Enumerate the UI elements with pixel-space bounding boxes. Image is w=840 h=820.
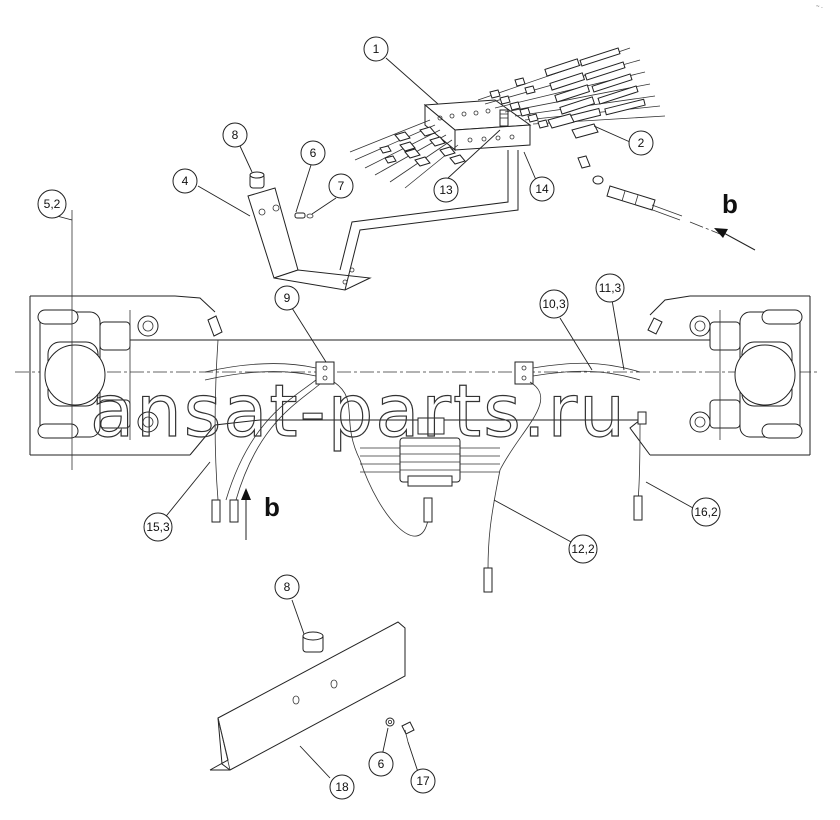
callout-label: 14 <box>535 182 549 196</box>
view-b-lower: b <box>264 492 280 522</box>
callout-6-top: 6 <box>300 140 326 166</box>
callout-15-3: 15,3 <box>143 512 173 542</box>
callout-2: 2 <box>628 130 654 156</box>
callout-label: 1 <box>373 42 380 56</box>
callout-11-3: 11,3 <box>595 273 625 303</box>
callout-7: 7 <box>328 173 354 199</box>
callout-16-2: 16,2 <box>691 497 721 527</box>
callout-label: 12,2 <box>571 542 595 556</box>
callout-label: 6 <box>310 146 317 160</box>
callout-5-2: 5,2 <box>37 189 67 219</box>
callout-label: 18 <box>335 780 349 794</box>
callout-6-bottom: 6 <box>368 751 394 777</box>
callout-label: 7 <box>338 179 345 193</box>
callout-label: 5,2 <box>44 197 61 211</box>
callout-label: 8 <box>232 128 239 142</box>
callout-label: 11,3 <box>599 281 622 295</box>
callout-9: 9 <box>274 285 300 311</box>
view-b-upper: b <box>722 189 738 219</box>
callout-label: 8 <box>284 580 291 594</box>
guard-plate-assembly <box>209 621 415 771</box>
callout-label: 13 <box>439 183 453 197</box>
callout-label: 10,3 <box>542 297 566 311</box>
callout-label: 2 <box>638 136 645 150</box>
callout-label: 6 <box>378 757 385 771</box>
callout-18: 18 <box>329 774 355 800</box>
axle-beam-assembly: ansat-parts.ru <box>15 210 820 593</box>
corner-mark: ~ . <box>816 4 823 10</box>
callout-12-2: 12,2 <box>568 534 598 564</box>
callout-8-bottom: 8 <box>274 574 300 600</box>
callout-13: 13 <box>433 177 459 203</box>
callout-label: 9 <box>284 291 291 305</box>
callout-label: 16,2 <box>694 505 718 519</box>
leader-lines <box>56 57 694 779</box>
callout-8-top: 8 <box>222 122 248 148</box>
callout-1: 1 <box>363 36 389 62</box>
callout-10-3: 10,3 <box>539 289 569 319</box>
callout-17: 17 <box>410 768 436 794</box>
callout-label: 4 <box>182 174 189 188</box>
callout-label: 15,3 <box>146 520 170 534</box>
watermark-text: ansat-parts.ru <box>90 369 627 453</box>
callout-4: 4 <box>172 168 198 194</box>
callout-14: 14 <box>529 176 555 202</box>
callout-label: 17 <box>416 774 430 788</box>
distribution-block-assembly <box>247 47 756 291</box>
